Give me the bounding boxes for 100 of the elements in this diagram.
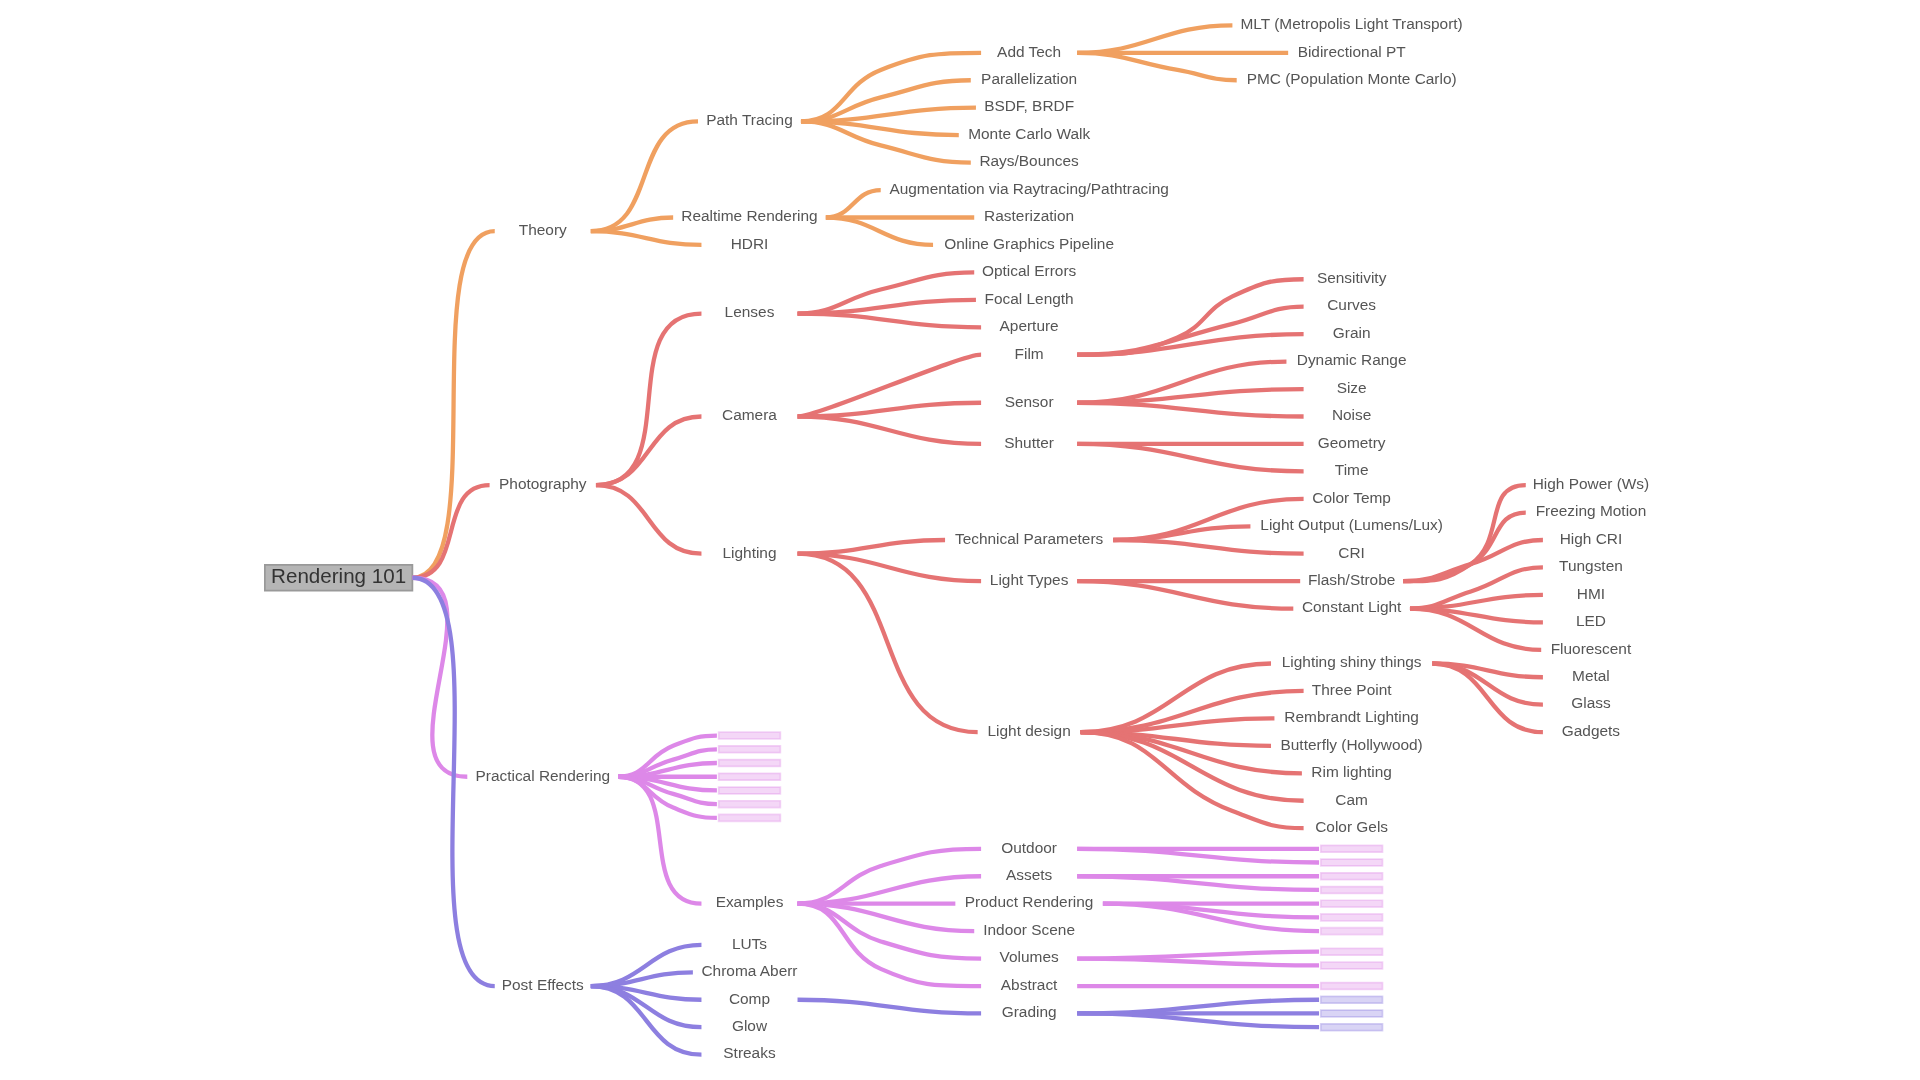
connector: [1102, 901, 1319, 934]
node-text: Bidirectional PT: [1297, 42, 1406, 60]
node-text: Film: [1014, 344, 1044, 362]
node-text: Lighting shiny things: [1281, 653, 1422, 671]
node-text: Light design: [987, 721, 1071, 739]
node-text: Streaks: [722, 1044, 776, 1062]
node-text: Camera: [721, 406, 777, 424]
node-text: Indoor Scene: [982, 920, 1075, 938]
node-text: Size: [1336, 378, 1367, 396]
node-box: [1319, 961, 1383, 970]
node-text: Gadgets: [1561, 721, 1620, 739]
connector: [595, 482, 702, 556]
node-text: Freezing Motion: [1535, 502, 1646, 520]
connector: [1409, 565, 1543, 611]
node-text: Glass: [1570, 694, 1611, 712]
node-text: Light Types: [989, 570, 1068, 588]
node-text: Grain: [1332, 323, 1370, 341]
node-box: [1319, 981, 1383, 991]
connector: [1076, 846, 1319, 865]
node-box: Rendering 101: [263, 564, 413, 592]
node-box: [1319, 899, 1383, 908]
node-text: Three Point: [1311, 680, 1391, 698]
node-text: Dynamic Range: [1296, 351, 1406, 369]
connector: [1402, 537, 1543, 584]
connector: [796, 874, 981, 906]
node-text: Aperture: [999, 317, 1059, 335]
connector: [1076, 400, 1304, 419]
node-text: Noise: [1331, 406, 1371, 424]
node-text: Product Rendering: [964, 893, 1093, 911]
node-text: Color Gels: [1314, 817, 1388, 835]
node-text: Parallelization: [980, 70, 1077, 88]
connector: [796, 551, 978, 735]
connector: [1079, 730, 1304, 831]
node-text: Butterfly (Hollywood): [1279, 735, 1423, 753]
connector: [1112, 537, 1304, 556]
node-text: Online Graphics Pipeline: [943, 234, 1114, 252]
node-text: Rays/Bounces: [978, 152, 1079, 170]
node-text: Volumes: [999, 948, 1059, 966]
node-text: Lenses: [724, 303, 774, 321]
node-box: [1319, 947, 1383, 956]
node-box: [1319, 858, 1383, 867]
node-text: Technical Parameters: [954, 529, 1103, 547]
node-text: Rim lighting: [1310, 763, 1392, 781]
node-text: Tungsten: [1558, 557, 1623, 575]
node-text: Sensor: [1004, 392, 1054, 410]
node-box: [717, 745, 781, 754]
node-text: Rembrandt Lighting: [1283, 708, 1419, 726]
connector: [796, 901, 981, 989]
node-text: Metal: [1571, 667, 1610, 685]
node-box: [717, 813, 781, 823]
node-text: Constant Light: [1301, 598, 1401, 616]
connector: [796, 846, 981, 906]
node-text: Comp: [728, 989, 770, 1007]
node-text: Focal Length: [984, 289, 1074, 307]
node-box: [1319, 926, 1383, 936]
connector: [1076, 874, 1319, 893]
node-text: Color Temp: [1311, 488, 1391, 506]
connector: [1431, 661, 1543, 707]
node-text: Time: [1334, 461, 1368, 479]
node-box: [1319, 995, 1383, 1005]
connector: [1076, 983, 1319, 989]
node-box: [1319, 871, 1383, 881]
node-box: [1319, 1022, 1383, 1032]
node-text: Practical Rendering: [474, 766, 610, 784]
node-text: Cam: [1334, 790, 1368, 808]
connector: [1076, 579, 1293, 611]
node-text: BSDF, BRDF: [983, 97, 1074, 115]
connector: [797, 997, 981, 1016]
node-text: Glow: [731, 1016, 767, 1034]
node-text: Fluorescent: [1550, 639, 1631, 657]
node-text: HDRI: [730, 234, 768, 252]
node-text: CRI: [1337, 543, 1365, 561]
node-box: [1319, 844, 1383, 854]
node-text: Path Tracing: [705, 111, 793, 129]
node-text: Flash/Strobe: [1307, 570, 1395, 588]
node-text: Abstract: [1000, 975, 1057, 993]
node-box: [1319, 885, 1383, 895]
node-text: Shutter: [1003, 433, 1054, 451]
connector: [411, 229, 496, 580]
node-box: [717, 799, 781, 809]
node-text: Rasterization: [983, 207, 1074, 225]
node-box: [1319, 913, 1383, 922]
node-text: Lighting: [721, 543, 777, 561]
node-text: Monte Carlo Walk: [967, 124, 1090, 142]
node-text: Sensitivity: [1316, 269, 1386, 287]
connector: [1076, 441, 1304, 474]
node-box: [717, 731, 781, 740]
node-box: [717, 786, 781, 795]
connector: [1076, 277, 1304, 357]
connector: [1409, 606, 1541, 652]
node-text: Grading: [1001, 1003, 1057, 1021]
node-text: Realtime Rendering: [680, 207, 818, 225]
connector: [797, 311, 981, 330]
node-text: Light Output (Lumens/Lux): [1259, 516, 1443, 534]
node-box: [717, 758, 781, 768]
connector: [825, 215, 933, 248]
node-text: Augmentation via Raytracing/Pathtracing: [888, 179, 1169, 197]
node-text: MLT (Metropolis Light Transport): [1239, 15, 1463, 33]
node-text: HMI: [1576, 584, 1605, 602]
node-text: Theory: [518, 220, 567, 238]
